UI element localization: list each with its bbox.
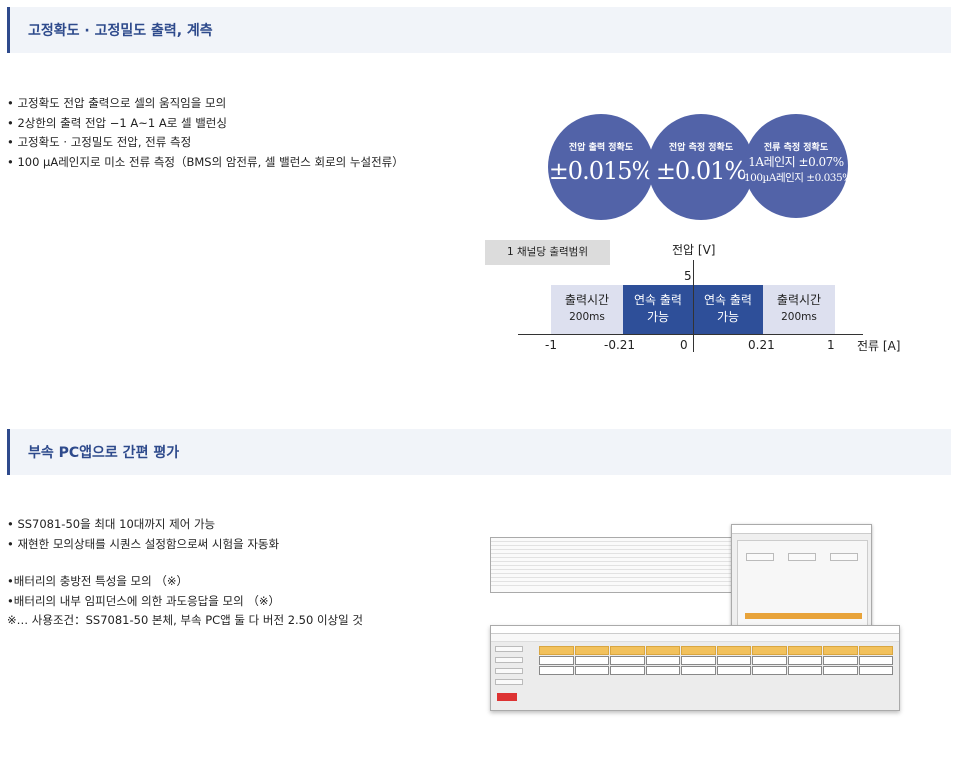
section-title: 고정확도 · 고정밀도 출력, 계측 bbox=[28, 23, 213, 39]
sequence-spreadsheet-image bbox=[490, 537, 735, 593]
badge-value-1a: 1A레인지 ±0.07% bbox=[748, 155, 844, 169]
section-header-accuracy: 고정확도 · 고정밀도 출력, 계측 bbox=[7, 7, 951, 53]
sequence-dialog-image bbox=[731, 524, 872, 630]
block-label: 연속 출력 bbox=[704, 293, 752, 307]
list-item: • 100 µA레인지로 미소 전류 측정（BMS의 암전류, 셀 밸런스 회로… bbox=[7, 154, 404, 169]
list-item: • 2상한의 출력 전압 −1 A~1 A로 셀 밸런싱 bbox=[7, 115, 227, 130]
x-tick-label: 0 bbox=[680, 338, 688, 352]
badge-value-100ua: 100µA레인지 ±0.035% bbox=[744, 172, 852, 184]
x-axis-title: 전류 [A] bbox=[857, 339, 901, 353]
y-axis-title: 전압 [V] bbox=[672, 243, 716, 257]
badge-title: 전류 측정 정확도 bbox=[763, 143, 829, 153]
list-item: • 고정확도 전압 출력으로 셀의 움직임을 모의 bbox=[7, 96, 227, 110]
current-measure-accuracy-badge: 전류 측정 정확도 1A레인지 ±0.07% 100µA레인지 ±0.035% bbox=[744, 114, 852, 218]
block-sublabel: 200ms bbox=[569, 311, 605, 323]
voltage-measure-accuracy-badge: 전압 측정 정확도 ±0.01% bbox=[648, 114, 754, 220]
list-item: ※… 사용조건：SS7081-50 본체, 부속 PC앱 둘 다 버전 2.50… bbox=[7, 613, 363, 627]
x-tick-label: -1 bbox=[545, 338, 557, 352]
progress-bar bbox=[745, 613, 862, 619]
x-axis-line bbox=[518, 334, 863, 335]
range-block-limited-negative: 출력시간 200ms bbox=[551, 285, 623, 334]
x-tick-label: 1 bbox=[827, 338, 835, 352]
stop-icon bbox=[497, 693, 517, 701]
list-item: • 재현한 모의상태를 시퀀스 설정함으로써 시험을 자동화 bbox=[7, 536, 280, 551]
block-label: 출력시간 bbox=[564, 293, 610, 307]
range-block-continuous-positive: 연속 출력 가능 bbox=[693, 285, 763, 334]
x-tick-label: -0.21 bbox=[604, 338, 636, 352]
feature-list-pc-app: • SS7081-50을 최대 10대까지 제어 가능 • 재현한 모의상태를 … bbox=[7, 515, 279, 554]
x-tick-label: 0.21 bbox=[748, 338, 775, 352]
voltage-output-accuracy-badge: 전압 출력 정확도 ±0.015% bbox=[548, 114, 654, 220]
range-block-continuous-negative: 연속 출력 가능 bbox=[623, 285, 693, 334]
feature-list-accuracy: • 고정확도 전압 출력으로 셀의 움직임을 모의 • 2상한의 출력 전압 −… bbox=[7, 94, 404, 172]
list-item: •배터리의 충방전 특성을 모의 （※） bbox=[7, 574, 188, 588]
badge-title: 전압 측정 정확도 bbox=[668, 143, 734, 153]
list-item: • SS7081-50을 최대 10대까지 제어 가능 bbox=[7, 517, 216, 531]
badge-value: ±0.01% bbox=[655, 157, 747, 185]
block-label: 출력시간 bbox=[776, 293, 822, 307]
feature-list-simulation: •배터리의 충방전 특성을 모의 （※） •배터리의 내부 임피던스에 의한 과… bbox=[7, 572, 363, 631]
y-axis-line bbox=[693, 260, 694, 352]
measurement-window-image bbox=[490, 625, 900, 711]
badge-value: ±0.015% bbox=[548, 157, 655, 185]
section-header-pc-app: 부속 PC앱으로 간편 평가 bbox=[7, 429, 951, 475]
block-label: 연속 출력 bbox=[634, 293, 682, 307]
list-item: •배터리의 내부 임피던스에 의한 과도응답을 모의 （※） bbox=[7, 593, 280, 608]
block-sublabel: 가능 bbox=[646, 310, 670, 324]
section-title: 부속 PC앱으로 간편 평가 bbox=[28, 445, 180, 461]
block-sublabel: 200ms bbox=[781, 311, 817, 323]
y-axis-max-label: 5 bbox=[684, 269, 692, 283]
range-chart-label: 1 채널당 출력범위 bbox=[485, 240, 610, 265]
block-sublabel: 가능 bbox=[716, 310, 740, 324]
list-item: • 고정확도 · 고정밀도 전압, 전류 측정 bbox=[7, 135, 192, 149]
badge-title: 전압 출력 정확도 bbox=[568, 143, 634, 153]
range-block-limited-positive: 출력시간 200ms bbox=[763, 285, 835, 334]
